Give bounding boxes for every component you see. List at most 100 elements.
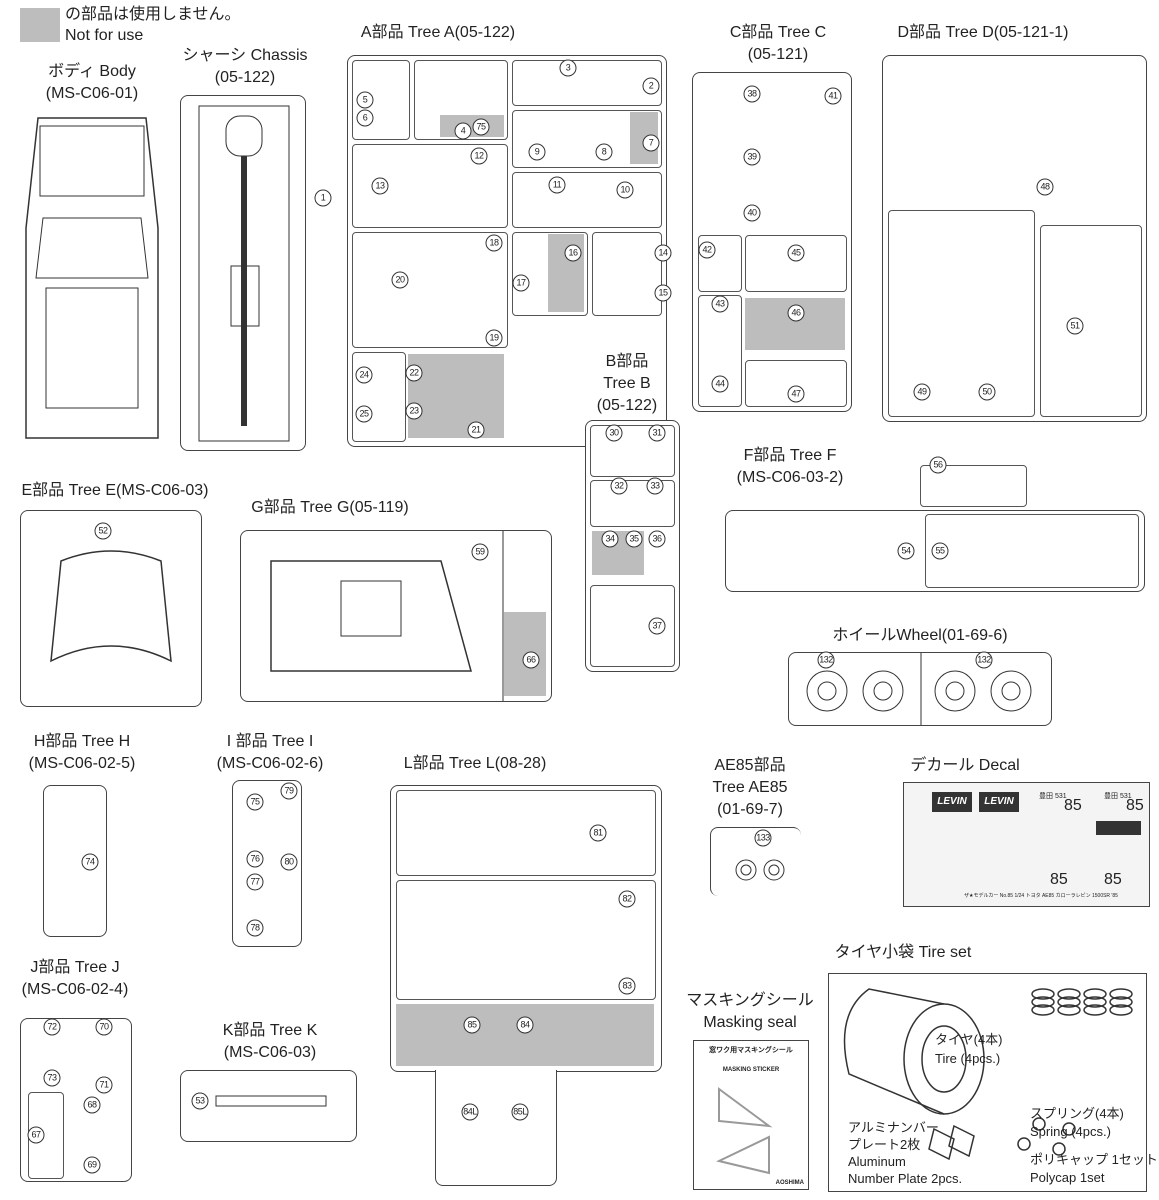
tree-c-frame <box>692 72 852 412</box>
tree-f-code: (MS-C06-03-2) <box>736 469 844 486</box>
part-number: 74 <box>81 853 99 871</box>
tree-a-title: A部品 Tree A(05-122) <box>360 24 516 41</box>
plate-city: 豊田 531 <box>1104 793 1132 800</box>
tree-a-cell <box>592 232 662 316</box>
plate-number: 85 <box>1064 797 1082 814</box>
tree-i-title: I 部品 Tree I <box>226 733 314 750</box>
part-number: 59 <box>471 543 489 561</box>
part-number: 75 <box>472 118 490 136</box>
unused-part-area <box>396 1004 654 1066</box>
tree-b-code: (05-122) <box>596 397 658 414</box>
levin-logo-decal: LEVIN <box>979 792 1019 812</box>
wheel-frame <box>788 652 1052 726</box>
tree-l-title: L部品 Tree L(08-28) <box>403 755 547 772</box>
part-number: 8 <box>595 143 613 161</box>
part-number: 3 <box>559 59 577 77</box>
part-number: 48 <box>1036 178 1054 196</box>
part-number: 85L <box>511 1103 529 1121</box>
tree-c-title: C部品 Tree C <box>729 24 827 41</box>
part-number: 132 <box>817 651 835 669</box>
masking-sheet-subtitle: MASKING STICKER <box>722 1067 780 1073</box>
part-number: 83 <box>618 977 636 995</box>
tree-f-cell <box>920 465 1027 507</box>
tree-l-lower-frame <box>435 1070 557 1186</box>
body-title: ボディ Body <box>48 63 136 80</box>
tireset-title: タイヤ小袋 Tire set <box>834 944 972 961</box>
plate-number: 85 <box>1104 871 1122 888</box>
tree-a-cell <box>512 60 662 106</box>
part-number: 39 <box>743 148 761 166</box>
part-number: 7 <box>642 134 660 152</box>
tree-f-title: F部品 Tree F <box>743 447 837 464</box>
tree-c-cell <box>698 235 742 292</box>
part-number: 40 <box>743 204 761 222</box>
masking-title-jp: マスキングシール <box>686 992 814 1009</box>
part-number: 24 <box>355 366 373 384</box>
polycap-label-en: Polycap 1set <box>1030 1170 1105 1185</box>
tree-a-cell <box>512 110 662 168</box>
part-number: 36 <box>648 530 666 548</box>
tree-l-cell <box>396 880 656 1000</box>
part-number: 17 <box>512 274 530 292</box>
tree-c-cell <box>745 360 847 407</box>
chassis-code: (05-122) <box>214 69 276 86</box>
decal-title: デカール Decal <box>910 757 1020 774</box>
plate-label-jp2: プレート2枚 <box>848 1137 921 1152</box>
part-number: 56 <box>929 456 947 474</box>
part-number: 80 <box>280 853 298 871</box>
part-number: 49 <box>913 383 931 401</box>
plate-label-en: Aluminum <box>848 1154 906 1169</box>
part-number: 35 <box>625 530 643 548</box>
part-number: 22 <box>405 364 423 382</box>
tree-ae85-title-en: Tree AE85 <box>712 779 788 796</box>
part-number: 12 <box>470 147 488 165</box>
part-number: 82 <box>618 890 636 908</box>
tree-a-cell <box>352 352 406 442</box>
part-number: 16 <box>564 244 582 262</box>
tire-label-jp: タイヤ(4本) <box>935 1032 1003 1047</box>
part-number: 5 <box>356 91 374 109</box>
plate-label-jp: アルミナンバー <box>848 1120 939 1135</box>
part-number: 18 <box>485 234 503 252</box>
tree-e-title: E部品 Tree E(MS-C06-03) <box>21 482 209 499</box>
body-code: (MS-C06-01) <box>45 85 139 102</box>
part-number: 71 <box>95 1076 113 1094</box>
plate-city: 豊田 531 <box>1039 793 1067 800</box>
part-number: 52 <box>94 522 112 540</box>
part-number: 55 <box>931 542 949 560</box>
tree-f-cell <box>925 514 1139 588</box>
tree-a-cell <box>512 172 662 228</box>
part-number: 53 <box>191 1092 209 1110</box>
tire-label-en: Tire (4pcs.) <box>935 1051 1001 1066</box>
part-number: 31 <box>648 424 666 442</box>
tree-d-cell <box>888 210 1035 417</box>
part-number: 23 <box>405 402 423 420</box>
part-number: 19 <box>485 329 503 347</box>
tree-d-frame <box>882 55 1147 422</box>
masking-sheet-title: 窓ワク用マスキングシール <box>709 1047 793 1054</box>
part-number: 38 <box>743 85 761 103</box>
tree-c-cell <box>745 235 847 292</box>
part-number: 45 <box>787 244 805 262</box>
not-for-use-swatch <box>20 8 60 42</box>
part-number: 14 <box>654 244 672 262</box>
tree-j-frame <box>20 1018 132 1182</box>
part-number: 37 <box>648 617 666 635</box>
part-number: 75 <box>246 793 264 811</box>
part-number: 20 <box>391 271 409 289</box>
part-number: 32 <box>610 477 628 495</box>
part-number: 81 <box>589 824 607 842</box>
part-number: 42 <box>698 241 716 259</box>
part-number: 46 <box>787 304 805 322</box>
tree-b-title: B部品 <box>605 353 649 370</box>
part-number: 50 <box>978 383 996 401</box>
tireset-frame <box>828 973 1147 1192</box>
tree-b-cell <box>590 480 675 527</box>
notice-en: Not for use <box>65 27 144 44</box>
tree-e-frame <box>20 510 202 707</box>
decal-sheet: LEVIN LEVIN 豊田 531 85 豊田 531 85 85 85 ザ★… <box>903 782 1150 907</box>
part-number: 70 <box>95 1018 113 1036</box>
plate-number: 85 <box>1126 797 1144 814</box>
tree-a-cell <box>352 144 508 228</box>
